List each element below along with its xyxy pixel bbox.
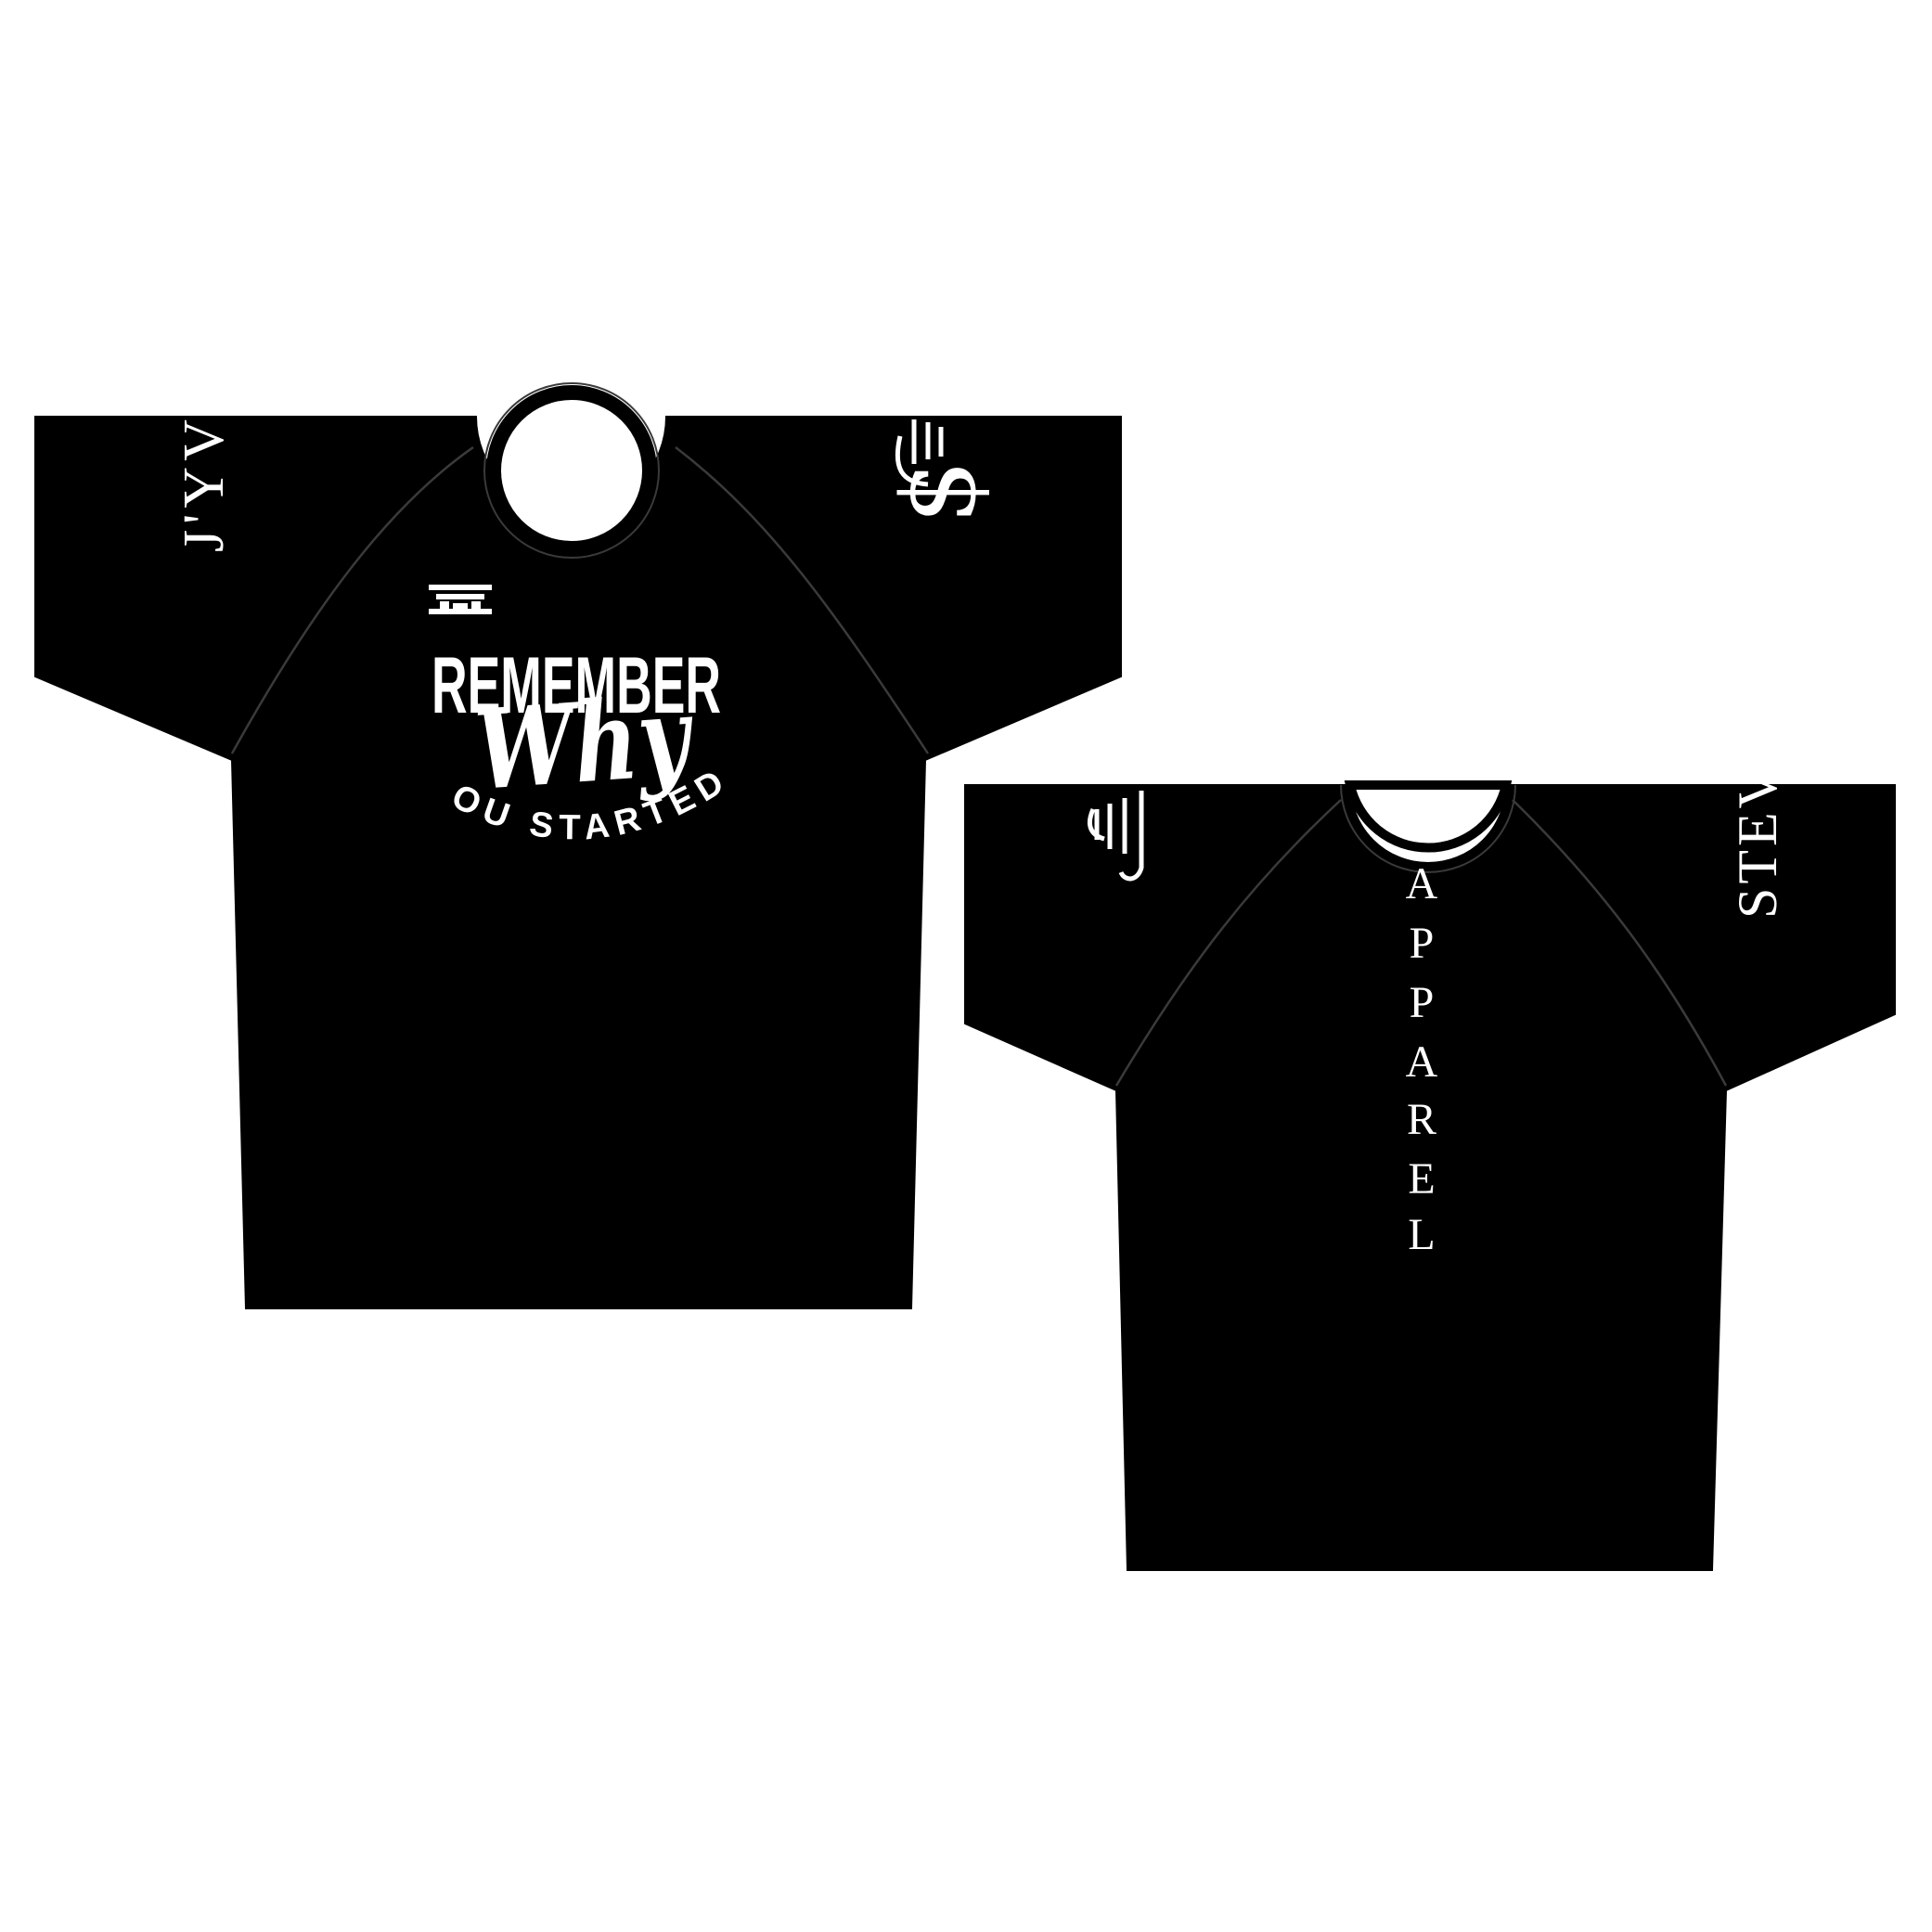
spine-letter: E xyxy=(1408,1154,1435,1204)
spine-letter: L xyxy=(1408,1210,1435,1259)
chest-print-line1: REMEMBER xyxy=(431,641,721,730)
back-spine-text: A P P A R E L xyxy=(1406,859,1438,1259)
back-left-sleeve-mark xyxy=(1088,791,1144,882)
back-right-sleeve-text: STEV xyxy=(1727,765,1788,919)
front-left-sleeve-text: J'YVY xyxy=(173,367,236,552)
spine-letter: P xyxy=(1410,978,1435,1027)
spine-letter: R xyxy=(1407,1095,1436,1144)
front-raglan-seam-right xyxy=(675,446,930,754)
back-collar xyxy=(1344,780,1513,853)
wing-icon xyxy=(1088,791,1144,882)
front-right-sleeve-mark: $ xyxy=(880,419,998,524)
front-tshirt: REMEMBER Why YOU STARTED J'YVY $ xyxy=(0,0,1122,1309)
back-tshirt: A P P A R E L STEV xyxy=(964,765,1896,1571)
spine-letter: A xyxy=(1406,1037,1438,1087)
dollar-sign-mark: $ xyxy=(880,459,998,524)
front-collar xyxy=(486,385,657,556)
back-raglan-seam-right xyxy=(1512,799,1728,1087)
chest-print-line2: Why xyxy=(471,671,699,815)
back-collar-seam xyxy=(1340,784,1516,873)
back-raglan-seam-left xyxy=(1114,799,1342,1087)
wing-icon xyxy=(895,419,944,487)
front-collar-seam xyxy=(483,382,660,559)
spine-letter: P xyxy=(1410,919,1435,968)
front-raglan-seam-left xyxy=(230,445,474,754)
spine-letter: A xyxy=(1406,859,1438,908)
brand-logo-icon xyxy=(429,585,492,614)
